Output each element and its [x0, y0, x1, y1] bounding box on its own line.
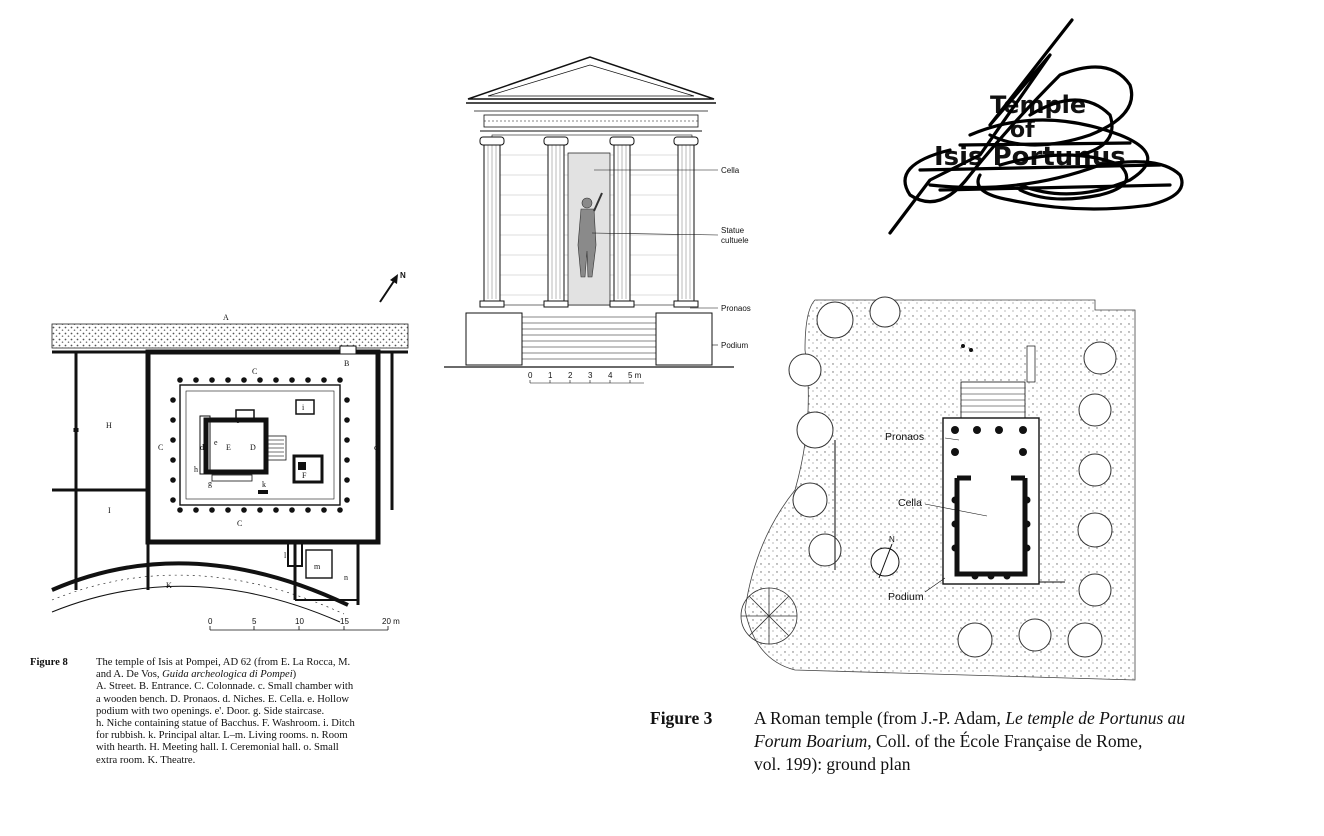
cella-label: E [226, 443, 231, 452]
meeting-hall-label: H [106, 421, 112, 430]
colonnade-label-top: C [252, 367, 257, 376]
scale-tick: 0 [528, 371, 533, 380]
living-label: l [284, 551, 287, 560]
figure3-podium-label: Podium [888, 591, 924, 603]
elevation-pronaos-label: Pronaos [721, 304, 751, 313]
scale-bar-isis [209, 626, 389, 631]
scale-tick: 4 [608, 371, 613, 380]
altar-label: k [262, 480, 266, 489]
pronaos-label: D [250, 443, 256, 452]
ditch-label: i [302, 403, 305, 412]
north-arrow-icon [379, 274, 398, 303]
colonnade-label-bottom: C [237, 519, 242, 528]
north-label: N [400, 271, 406, 280]
theatre-label: K [166, 581, 172, 590]
caption-line: for rubbish. k. Principal altar. L–m. Li… [96, 730, 348, 742]
roman-temple-plan: Pronaos Cella Podium N [740, 296, 1136, 681]
scribble-drawing: Temple of Isis Portunus [888, 18, 1184, 235]
caption-line: with hearth. H. Meeting hall. I. Ceremon… [96, 742, 339, 754]
figure8-caption-text: The temple of Isis at Pompei, AD 62 (fro… [96, 657, 428, 767]
elevation-statue-label-2: cultuele [721, 236, 749, 245]
caption-line: and A. De Vos, Guida archeologica di Pom… [96, 669, 297, 681]
figure3-north-label: N [889, 535, 895, 544]
scale-tick: 15 [340, 617, 349, 626]
niche-bacchus-label: h [194, 465, 198, 474]
elevation-podium-label: Podium [721, 341, 748, 350]
niche-label: d [200, 443, 204, 452]
caption-line: A. Street. B. Entrance. C. Colonnade. c.… [96, 681, 354, 693]
caption-line: The temple of Isis at Pompei, AD 62 (fro… [96, 657, 351, 668]
stair-label: g [208, 479, 212, 488]
elevation-cella-label: Cella [721, 166, 740, 175]
figure3-pronaos-label: Pronaos [885, 431, 924, 443]
caption-line: h. Niche containing statue of Bacchus. F… [96, 718, 355, 730]
extra-room-label: n [344, 573, 348, 582]
temple-elevation: Cella Statue cultuele Pronaos Podium 0 1… [444, 56, 751, 384]
figure3-caption-text: A Roman temple (from J.-P. Adam, Le temp… [754, 707, 1282, 776]
street [51, 323, 409, 349]
street-label: A [223, 313, 229, 322]
figure3-cella-label: Cella [898, 497, 922, 509]
figure8-caption-label: Figure 8 [30, 657, 68, 668]
caption-line: Forum Boarium, Coll. of the École França… [754, 731, 1143, 751]
entrance-label: B [344, 359, 349, 368]
compass-icon [870, 543, 900, 579]
caption-line: A Roman temple (from J.-P. Adam, Le temp… [754, 708, 1186, 728]
scale-tick: 2 [568, 371, 573, 380]
colonnade-label-left: C [158, 443, 163, 452]
statue-figure [577, 192, 603, 278]
caption-line: extra room. K. Theatre. [96, 754, 196, 766]
hollow-label: e [214, 438, 218, 447]
scale-tick: 20 m [382, 617, 400, 626]
ceremonial-hall-label: I [108, 506, 111, 515]
room-hearth-label: m [314, 562, 321, 571]
scale-tick: 3 [588, 371, 593, 380]
washroom-label: F [302, 471, 307, 480]
scale-bar-elevation [529, 380, 644, 384]
scale-tick: 5 [252, 617, 257, 626]
scale-tick: 10 [295, 617, 304, 626]
scale-tick: 0 [208, 617, 213, 626]
scale-tick: 5 m [628, 371, 642, 380]
caption-line: vol. 199): ground plan [754, 754, 911, 774]
figure3-caption-label: Figure 3 [650, 708, 713, 728]
isis-temple-plan: N A B [51, 271, 409, 631]
caption-line: a wooden bench. D. Pronaos. d. Niches. E… [96, 693, 350, 705]
door-label: e' [236, 416, 242, 425]
elevation-statue-label-1: Statue [721, 226, 745, 235]
scale-tick: 1 [548, 371, 553, 380]
caption-line: podium with two openings. e'. Door. g. S… [96, 705, 325, 717]
